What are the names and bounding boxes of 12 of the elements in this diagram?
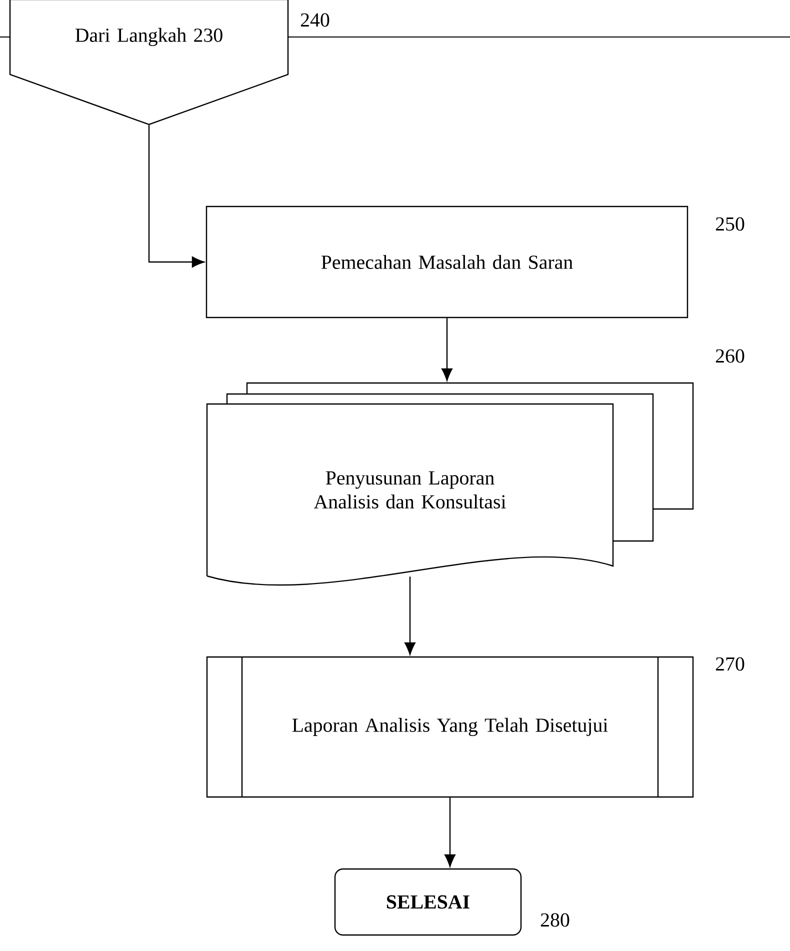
offpage-connector: Dari Langkah 230 xyxy=(9,0,289,126)
terminator-box: SELESAI xyxy=(334,868,522,936)
arrow xyxy=(404,576,416,655)
arrow xyxy=(444,798,456,867)
step-number: 250 xyxy=(716,217,744,231)
predefined-process-box: Laporan Analisis Yang Telah Disetujui xyxy=(206,656,694,798)
step-number: 280 xyxy=(540,913,570,927)
step-number: 260 xyxy=(716,349,744,363)
arrow xyxy=(442,318,452,381)
arrow xyxy=(148,125,204,268)
process-box: Pemecahan Masalah dan Saran xyxy=(206,206,688,318)
step-number: 270 xyxy=(716,657,744,671)
